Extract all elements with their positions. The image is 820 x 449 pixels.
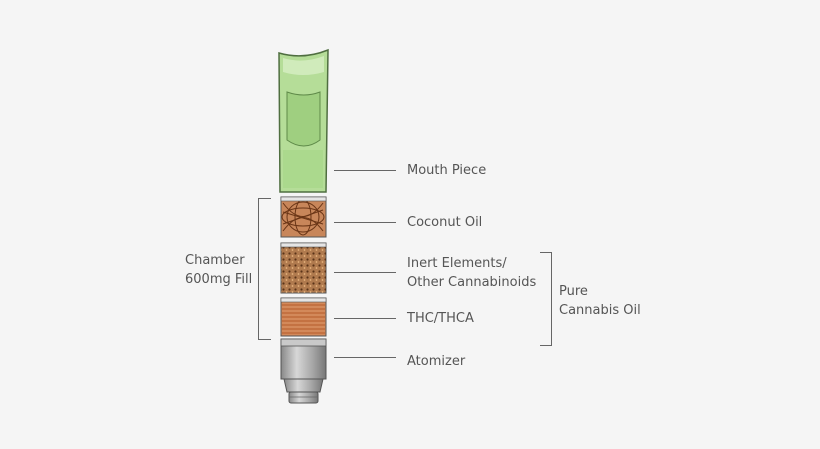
coconut-oil-label: Coconut Oil — [407, 215, 483, 230]
atomizer-label: Atomizer — [407, 354, 466, 369]
chamber-label: Chamber 600mg Fill — [185, 253, 253, 287]
mouth-piece-leader — [334, 170, 396, 171]
chamber-bracket — [258, 198, 271, 340]
pure-oil-label: Pure Cannabis Oil — [559, 284, 641, 318]
atomizer-leader — [334, 357, 396, 358]
coconut-oil-leader — [334, 222, 396, 223]
atomizer-shape — [280, 338, 327, 404]
inert-elements-shape — [280, 242, 327, 294]
coconut-oil-shape — [280, 196, 327, 238]
inert-elements-label: Inert Elements/ Other Cannabinoids — [407, 256, 537, 290]
mouth-piece-shape — [278, 48, 329, 193]
thc-shape — [280, 297, 327, 337]
mouth-piece-label: Mouth Piece — [407, 163, 487, 178]
inert-elements-leader — [334, 272, 396, 273]
thc-label: THC/THCA — [407, 311, 474, 326]
thc-leader — [334, 318, 396, 319]
pure-oil-bracket — [540, 252, 552, 346]
